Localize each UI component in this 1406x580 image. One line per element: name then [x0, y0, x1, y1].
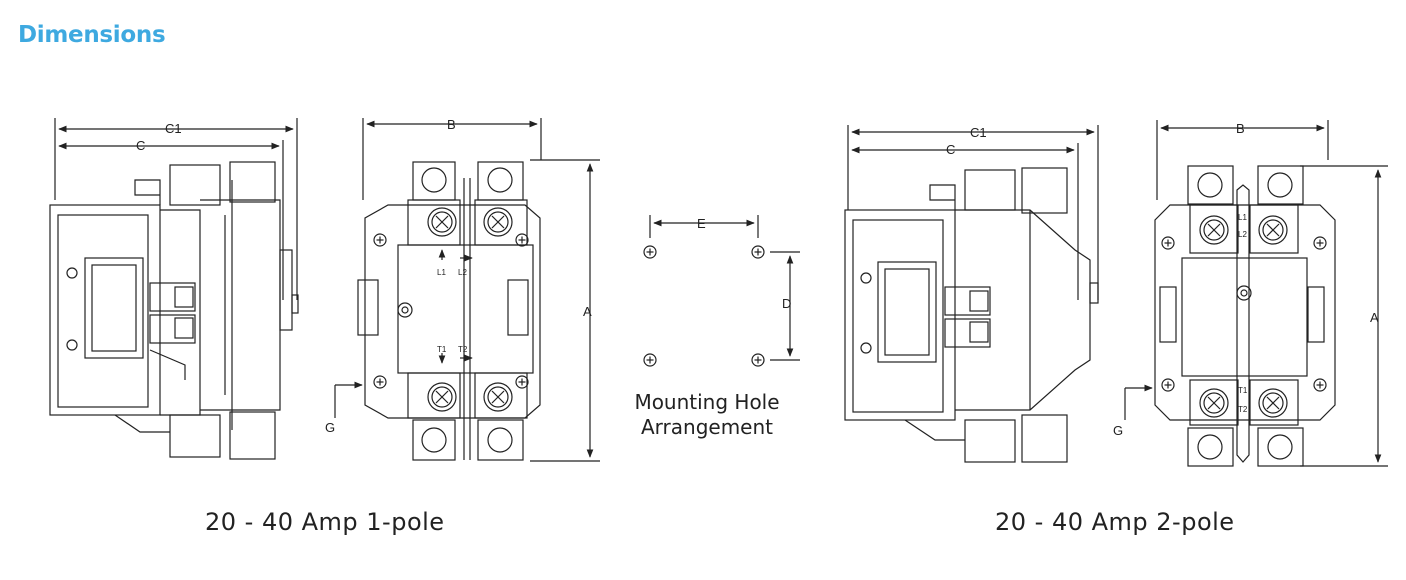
terminal-label-l2: L2	[458, 268, 467, 277]
dim-label-c-2pole: C	[946, 142, 955, 157]
terminal-label-t2: T2	[458, 345, 468, 354]
two-pole-side-view	[844, 125, 1099, 463]
terminal-label-t1-2pole: T1	[1238, 386, 1248, 395]
page-title: Dimensions	[18, 22, 166, 48]
caption-one-pole: 20 - 40 Amp 1-pole	[205, 508, 445, 536]
dim-label-a-1pole: A	[583, 304, 592, 319]
mounting-hole-caption: Mounting Hole Arrangement	[618, 390, 796, 440]
dim-label-d: D	[782, 296, 791, 311]
caption-two-pole: 20 - 40 Amp 2-pole	[995, 508, 1235, 536]
mounting-hole-arrangement	[643, 215, 800, 367]
dim-label-b-1pole: B	[447, 117, 456, 132]
terminal-label-l1: L1	[437, 268, 446, 277]
terminal-label-l1-2pole: L1	[1238, 213, 1247, 222]
terminal-label-t1: T1	[437, 345, 447, 354]
dim-label-b-2pole: B	[1236, 121, 1245, 136]
dim-label-g-1pole: G	[325, 420, 335, 435]
dim-label-g-2pole: G	[1113, 423, 1123, 438]
dim-label-c-1pole: C	[136, 138, 145, 153]
dim-label-e: E	[697, 216, 706, 231]
dim-label-a-2pole: A	[1370, 310, 1379, 325]
one-pole-side-view	[49, 118, 299, 460]
dim-label-c1-1pole: C1	[165, 121, 182, 136]
mounting-caption-line2: Arrangement	[640, 415, 773, 439]
two-pole-front-view	[1124, 120, 1388, 467]
terminal-label-l2-2pole: L2	[1238, 230, 1247, 239]
one-pole-front-view	[334, 118, 600, 462]
mounting-caption-line1: Mounting Hole	[634, 390, 780, 414]
terminal-label-t2-2pole: T2	[1238, 405, 1248, 414]
dim-label-c1-2pole: C1	[970, 125, 987, 140]
